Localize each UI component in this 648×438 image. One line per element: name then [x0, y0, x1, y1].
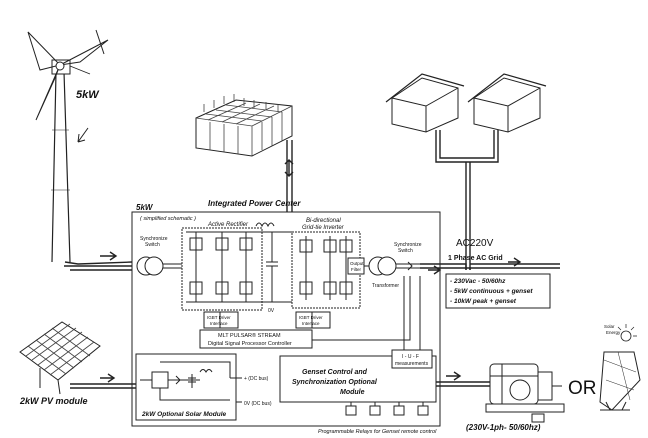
- dc-bus-positive: + (DC bus): [244, 376, 269, 382]
- inductor-icon: [255, 222, 275, 228]
- output-filter-label-2: Filter: [351, 267, 362, 272]
- ov-label: 0V: [268, 308, 275, 314]
- solar-dish: [599, 324, 641, 411]
- dc-link-capacitor-icon: [262, 231, 292, 303]
- pv-module-label: 2kW PV module: [19, 396, 88, 406]
- grid-spec-3: - 10kW peak + genset: [450, 298, 517, 305]
- flow-arrow-icon: [100, 373, 116, 383]
- programmable-relays: [345, 402, 429, 416]
- solar-module-circuit: [140, 361, 240, 401]
- genset-machine: [485, 363, 565, 423]
- center-rating: 5kW: [136, 203, 154, 212]
- igbt-left-label-2: Interface: [210, 321, 228, 326]
- grid-spec-1: - 230Vac - 50/60hz: [450, 278, 506, 285]
- output-filter-label-1: Output: [350, 261, 364, 266]
- genset-control-label-3: Module: [340, 389, 365, 396]
- center-title: Integrated Power Center: [208, 199, 301, 208]
- solar-dish-label-2: Energy: [606, 330, 621, 335]
- dsp-controller-box: [199, 329, 313, 349]
- iuf-label-2: measurements: [395, 361, 429, 367]
- house-right: [467, 73, 547, 133]
- relays-label: Programmable Relays for Genset remote co…: [318, 429, 437, 435]
- battery-bank: [195, 94, 293, 157]
- sync-switch-left-label-1: Synchronize: [140, 236, 168, 242]
- flow-arrow-icon: [100, 251, 118, 261]
- output-filter-box: [347, 257, 365, 275]
- iuf-measurements-box: [391, 349, 433, 369]
- genset-control-label-1: Genset Control and: [302, 369, 368, 376]
- rectifier-switches: [186, 231, 262, 303]
- simplified-schematic-note: ( simplified schematic ): [140, 216, 196, 222]
- flow-arrow-icon: [446, 371, 462, 381]
- inverter-label-1: Bi-directional: [306, 218, 341, 224]
- sync-switch-right-label-1: Synchronize: [394, 242, 422, 248]
- igbt-right-label-1: IGBT Driver: [299, 315, 323, 320]
- active-rectifier-label: Active Rectifier: [207, 222, 249, 228]
- or-label: OR: [568, 378, 597, 399]
- igbt-right-label-2: Interface: [302, 321, 320, 326]
- grid-voltage: AC220V: [456, 238, 494, 249]
- grid-specs-box: [445, 273, 551, 309]
- igbt-left-label-1: IGBT Driver: [207, 315, 231, 320]
- genset-control-label-2: Synchronization Optional: [292, 379, 378, 386]
- genset-spec: (230V-1ph- 50/60hz): [466, 423, 541, 432]
- dc-bus-negative: 0V (DC bus): [244, 401, 272, 407]
- pv-module: [19, 321, 101, 395]
- bidirectional-arrow-icon: [284, 159, 294, 177]
- grid-phase-label: 1 Phase AC Grid: [448, 255, 503, 262]
- transformer-label: Transformer: [372, 283, 399, 289]
- flow-arrow-icon: [428, 265, 442, 275]
- inverter-label-2: Grid-tie Inverter: [302, 225, 345, 231]
- solar-dish-label-1: Solar: [604, 324, 615, 329]
- dsp-label-2: Digital Signal Processor Controller: [208, 341, 292, 347]
- wind-turbine: [27, 29, 109, 263]
- turbine-rating: 5kW: [76, 89, 100, 101]
- house-left: [385, 73, 465, 133]
- sync-switch-right-label-2: Switch: [398, 248, 413, 254]
- iuf-label-1: I - U - F: [402, 354, 419, 360]
- flow-arrow-icon: [508, 257, 522, 267]
- grid-spec-2: - 5kW continuous + genset: [450, 288, 533, 295]
- solar-module-title: 2kW Optional Solar Module: [141, 411, 227, 418]
- sync-switch-left-label-2: Switch: [145, 242, 160, 248]
- dsp-label-1: MLT PULSAR® STREAM: [218, 332, 281, 339]
- inverter-switches: [299, 236, 353, 300]
